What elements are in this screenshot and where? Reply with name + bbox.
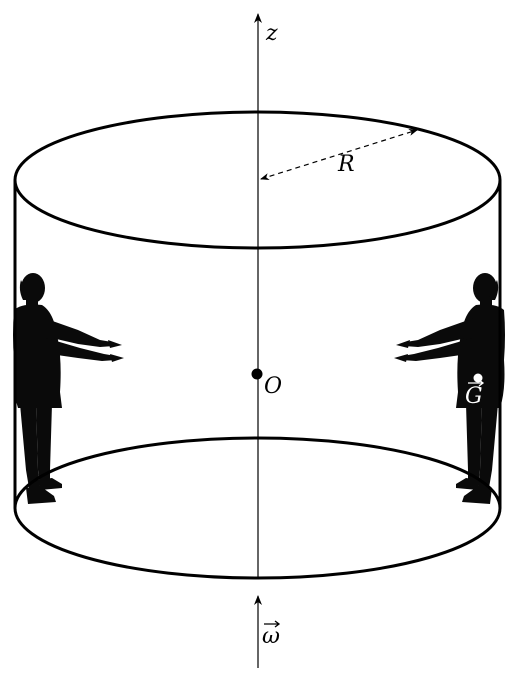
g-vector-arrow [468, 379, 485, 387]
radius-label: R [337, 152, 355, 177]
radius-arrow [260, 129, 418, 180]
omega-label: ω [262, 624, 280, 649]
person-silhouette-icon [13, 273, 124, 504]
omega-vector-arrow [264, 620, 281, 628]
z-axis-label: z [265, 21, 278, 46]
center-point [251, 368, 263, 380]
center-label: O [264, 374, 282, 399]
person-left [13, 273, 124, 504]
g-label: G [465, 384, 483, 409]
person-right [394, 273, 505, 504]
person-silhouette-icon [394, 273, 505, 504]
